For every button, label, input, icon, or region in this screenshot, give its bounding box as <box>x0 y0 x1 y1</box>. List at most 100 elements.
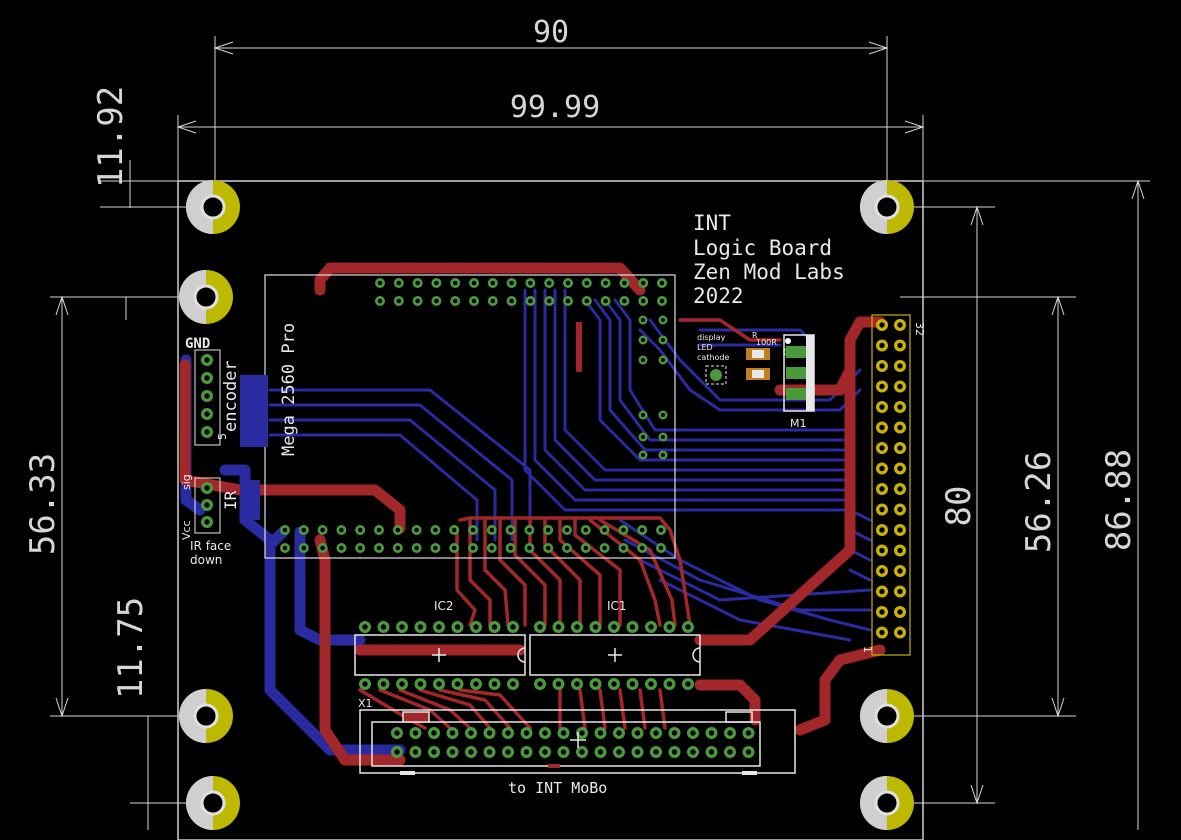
mega-bottom-pad-hole <box>376 527 382 533</box>
x1-pad-hole <box>579 749 585 755</box>
mega-bottom-pad-hole <box>282 527 288 533</box>
header-pad-hole <box>879 322 885 328</box>
ir-label: IR <box>221 490 240 510</box>
mega-top-pad-hole <box>490 280 496 286</box>
mega-bottom-pad-hole <box>395 527 401 533</box>
dimension-right-outer: 86.88 <box>1099 449 1139 551</box>
mega-bottom-pad-hole <box>282 545 288 551</box>
mega-bottom-pad-hole <box>320 545 325 551</box>
x1-pad-hole <box>653 730 659 736</box>
dimension-top-outer: 90 <box>533 15 569 50</box>
mega-bottom-pad-hole <box>433 545 438 551</box>
mega-bottom-pad-hole <box>527 545 532 551</box>
mega-top-pad-hole <box>452 298 458 304</box>
mega-side-pad-hole <box>640 337 646 343</box>
mega-bottom-pad-hole <box>658 545 664 551</box>
mega-side-pad-hole <box>660 434 666 440</box>
connector-x1-outline <box>359 709 796 775</box>
header-pad-hole <box>897 547 903 554</box>
ic1-pad-hole <box>611 624 617 630</box>
pad-array <box>201 278 906 758</box>
x1-pad-hole <box>671 730 678 736</box>
ic-packages <box>354 634 701 676</box>
mount-hole-mid-left <box>179 270 233 324</box>
mega-top-pad-hole <box>546 298 552 304</box>
mega-bottom-pad-hole <box>639 545 645 551</box>
ic2-pad-hole <box>491 681 498 687</box>
m1-label: M1 <box>790 417 807 430</box>
x1-pad-hole <box>579 730 585 736</box>
gnd-label: GND <box>185 336 210 352</box>
ic2-pad-hole <box>399 681 405 687</box>
header-pad-hole <box>897 445 903 451</box>
header-pad-hole <box>897 404 903 410</box>
x1-pad-hole <box>616 730 622 736</box>
x1-pad-hole <box>449 749 456 755</box>
mega-bottom-pad-hole <box>395 545 401 551</box>
header-pad-hole <box>897 506 903 513</box>
header-pad-hole <box>897 363 903 369</box>
mega-bottom-pad-hole <box>301 527 307 533</box>
ic2-pad-hole <box>491 624 498 630</box>
x1-pad-hole <box>523 730 530 736</box>
ic2-pad-hole <box>362 624 368 630</box>
mega-bottom-pad-hole <box>320 527 325 533</box>
ic2-pad-hole <box>510 624 516 630</box>
header-pad-hole <box>879 568 885 574</box>
mega-bottom-pad-hole <box>451 527 457 533</box>
mega-top-pad-hole <box>490 298 496 304</box>
ic1-pad-hole <box>592 624 599 630</box>
connector-note: to INT MoBo <box>508 779 607 797</box>
ic2-pad-hole <box>417 681 424 687</box>
mega-side-pad-hole <box>640 434 646 440</box>
dimension-top-inner: 99.99 <box>510 90 600 125</box>
mega-top-pad-hole <box>396 298 402 304</box>
mega-top-pad-hole <box>377 280 383 286</box>
ic1-pad-hole <box>574 624 580 630</box>
ic2-pad-hole <box>473 681 479 687</box>
x1-pad-hole <box>634 730 641 736</box>
x1-pad-hole <box>486 730 493 736</box>
mega-top-pad-hole <box>565 280 571 286</box>
mega-bottom-pad-hole <box>470 545 476 551</box>
encoder-pad-hole <box>204 375 210 381</box>
encoder-label: encoder <box>221 360 241 432</box>
mount-holes <box>179 180 914 830</box>
title-line-3: Zen Mod Labs <box>693 260 845 284</box>
mega-top-pad-hole <box>546 280 552 286</box>
mega-bottom-pad-hole <box>357 545 363 551</box>
display-label-2: LED <box>697 343 713 352</box>
header-pad-hole <box>879 486 885 492</box>
x1-pad-hole <box>727 730 733 736</box>
mega-top-pad-hole <box>434 280 439 286</box>
x1-pad-hole <box>542 749 548 755</box>
ic1-pad-hole <box>611 681 617 687</box>
x1-pad-hole <box>505 749 511 755</box>
ic2-pad-hole <box>362 681 368 687</box>
header-pad-hole <box>879 363 885 369</box>
ic1-pad-hole <box>537 624 543 630</box>
mega-bottom-pad-hole <box>414 527 419 533</box>
header-pad-hole <box>897 629 903 636</box>
x1-pad-hole <box>394 749 400 755</box>
mega-side-pad-hole <box>640 357 646 363</box>
ic2-pad-hole <box>454 624 461 630</box>
ic2-pad-hole <box>380 681 387 687</box>
ic2-pad-hole <box>454 681 461 687</box>
header-pad-hole <box>897 527 903 533</box>
mega-bottom-pad-hole <box>564 527 570 533</box>
module-label: Mega 2560 Pro <box>279 323 299 456</box>
x1-pad-hole <box>634 749 641 755</box>
header-pad-hole <box>879 383 885 390</box>
x1-pad-hole <box>708 730 715 736</box>
header-pad-hole <box>897 383 903 390</box>
mount-hole-top-left <box>186 180 240 234</box>
header-pad-hole <box>879 445 885 451</box>
ic1-pad-hole <box>629 624 636 630</box>
mega-top-pad-hole <box>640 280 646 286</box>
x1-pad-hole <box>745 749 752 755</box>
mount-hole-top-right <box>860 180 914 234</box>
ic2-pad-hole <box>436 624 442 630</box>
header-pad-hole <box>879 342 885 349</box>
mega-side-pad-hole <box>660 357 666 363</box>
